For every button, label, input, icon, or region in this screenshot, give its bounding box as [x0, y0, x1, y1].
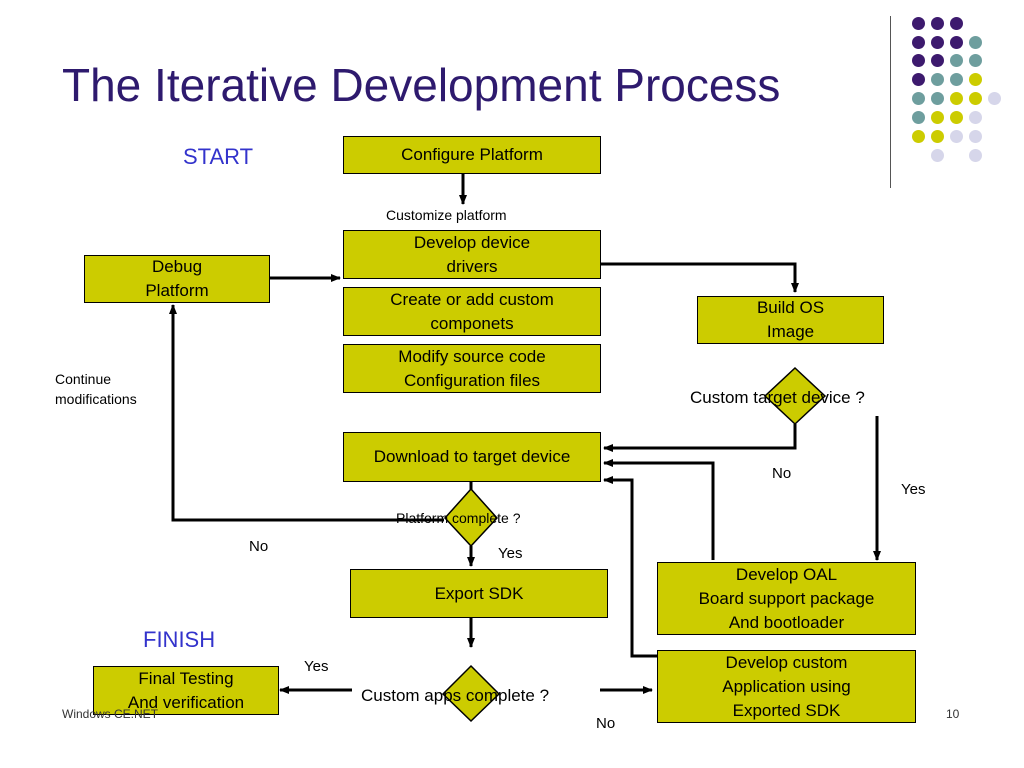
dot: [950, 111, 963, 124]
dot: [969, 92, 982, 105]
dot: [912, 17, 925, 30]
arrow-drivers-to-build: [600, 262, 799, 293]
label-customize-platform: Customize platform: [386, 207, 507, 223]
arrow-no-platform-to-debug: [169, 304, 444, 522]
box-debug-platform: Debug Platform: [84, 255, 270, 303]
decision-diamond-apps: [441, 664, 501, 723]
dot: [931, 36, 944, 49]
box-build-os-image: Build OS Image: [697, 296, 884, 344]
arrow-custom-app-to-download: [603, 476, 657, 658]
dot: [931, 73, 944, 86]
box-custom-components: Create or add custom componets: [343, 287, 601, 336]
decision-diamond-platform: [443, 487, 499, 548]
dot: [969, 36, 982, 49]
start-label: START: [183, 144, 254, 169]
label-yes-platform: Yes: [498, 545, 523, 562]
label-no-platform: No: [249, 538, 269, 555]
decision-diamond-target: [763, 366, 827, 426]
label-custom-apps-complete: Custom apps complete ?: [361, 686, 550, 705]
box-develop-drivers: Develop device drivers: [343, 230, 601, 279]
box-configure-platform: Configure Platform: [343, 136, 601, 174]
dot: [931, 92, 944, 105]
arrow-oal-to-download: [603, 459, 715, 560]
dot: [912, 111, 925, 124]
box-develop-custom-app: Develop custom Application using Exporte…: [657, 650, 916, 723]
dot: [950, 130, 963, 143]
dot: [950, 73, 963, 86]
dot: [931, 17, 944, 30]
dot: [950, 17, 963, 30]
box-develop-oal: Develop OAL Board support package And bo…: [657, 562, 916, 635]
box-export-sdk: Export SDK: [350, 569, 608, 618]
box-modify-source: Modify source code Configuration files: [343, 344, 601, 393]
box-download-target: Download to target device: [343, 432, 601, 482]
dot: [950, 36, 963, 49]
dot: [950, 54, 963, 67]
label-continue-modifications: Continue modifications: [55, 371, 137, 407]
dot: [969, 149, 982, 162]
box-final-testing: Final Testing And verification: [93, 666, 279, 715]
dot: [988, 92, 1001, 105]
dot: [969, 111, 982, 124]
dot: [969, 54, 982, 67]
label-platform-complete: Platform complete ?: [396, 510, 521, 526]
label-no-apps: No: [596, 715, 616, 732]
dot: [912, 73, 925, 86]
dot: [912, 130, 925, 143]
finish-label: FINISH: [143, 627, 216, 652]
dot: [969, 73, 982, 86]
dot: [912, 54, 925, 67]
page-number: 10: [946, 707, 960, 721]
dot: [931, 149, 944, 162]
title-divider: [890, 16, 891, 188]
label-yes-apps: Yes: [304, 658, 329, 675]
footer-left: Windows CE.NET: [62, 707, 159, 721]
label-yes-target: Yes: [901, 481, 926, 498]
dot: [931, 54, 944, 67]
dot: [912, 92, 925, 105]
label-no-target: No: [772, 465, 792, 482]
dot: [931, 130, 944, 143]
dot: [969, 130, 982, 143]
label-custom-target-device: Custom target device ?: [690, 388, 865, 407]
dot: [950, 92, 963, 105]
arrow-no-target-to-download: [603, 424, 797, 452]
dot: [912, 36, 925, 49]
slide-title: The Iterative Development Process: [62, 59, 781, 111]
dot: [931, 111, 944, 124]
